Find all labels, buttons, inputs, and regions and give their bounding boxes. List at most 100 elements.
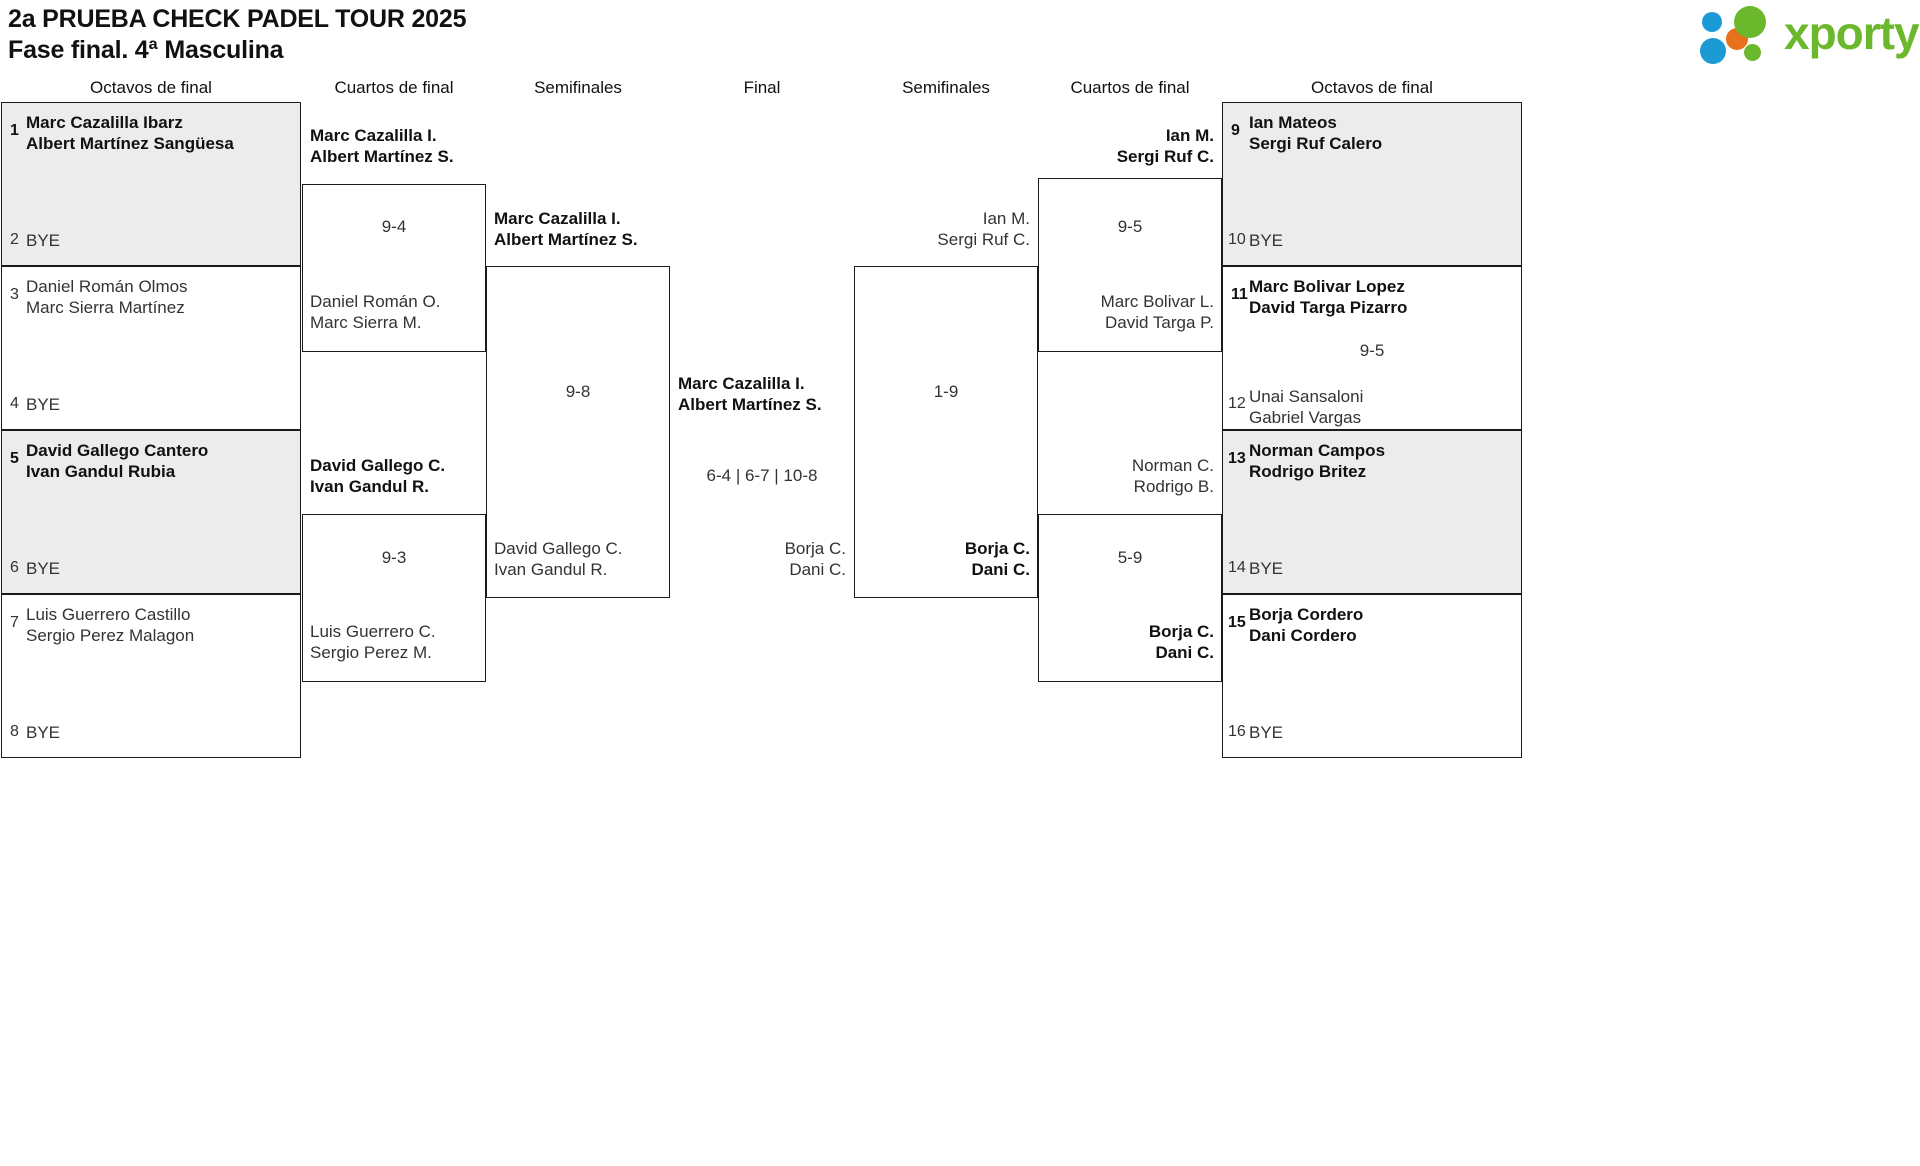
player-2: Sergio Perez Malagon (26, 626, 195, 645)
player-1: Unai Sansaloni (1249, 387, 1364, 406)
player-1: Daniel Román O. (310, 292, 441, 311)
player-1: Marc Cazalilla Ibarz (26, 113, 183, 132)
right-cuartos-match-1[interactable] (1038, 178, 1222, 352)
final-winner: Marc Cazalilla I. Albert Martínez S. (678, 373, 822, 415)
right-cuartos-2-loser: Norman C. Rodrigo B. (1038, 455, 1214, 497)
bye-label: BYE (1249, 559, 1284, 578)
seed-number: 5 (10, 450, 19, 467)
player-2: Rodrigo Britez (1249, 462, 1367, 481)
player-2: Albert Martínez S. (494, 230, 638, 249)
bye-label: BYE (26, 395, 61, 414)
player-2: Ivan Gandul R. (310, 477, 430, 496)
bye-label: BYE (26, 559, 61, 578)
page-title: 2a PRUEBA CHECK PADEL TOUR 2025 Fase fin… (8, 4, 466, 66)
player-2: Ivan Gandul Rubia (26, 462, 176, 481)
player-names: Marc Cazalilla Ibarz Albert Martínez San… (26, 112, 234, 154)
player-1: Marc Cazalilla I. (310, 126, 437, 145)
player-1: Luis Guerrero Castillo (26, 605, 191, 624)
player-1: Norman Campos (1249, 441, 1386, 460)
player-2: Sergio Perez M. (310, 643, 432, 662)
left-cuartos-match-1[interactable] (302, 184, 486, 352)
logo-dot-green-small (1744, 44, 1761, 61)
xporty-logo: xporty (1700, 4, 1920, 64)
logo-dot-green-large (1734, 6, 1766, 38)
player-names: Unai Sansaloni Gabriel Vargas (1249, 386, 1363, 428)
player-2: David Targa P. (1105, 313, 1214, 332)
player-2: Dani C. (971, 560, 1030, 579)
tournament-name: 2a PRUEBA CHECK PADEL TOUR 2025 (8, 5, 467, 33)
left-octavos-match-2[interactable] (1, 266, 301, 430)
player-2: Sergi Ruf Calero (1249, 134, 1383, 153)
player-2: David Targa Pizarro (1249, 298, 1408, 317)
left-cuartos-1-score: 9-4 (381, 217, 407, 236)
right-cuartos-2-score: 5-9 (1117, 548, 1143, 567)
left-semifinal-match[interactable] (486, 266, 670, 598)
player-2: Dani C. (789, 560, 846, 579)
player-1: Borja C. (784, 539, 846, 558)
seed-number: 4 (10, 395, 19, 412)
seed-number: 3 (10, 286, 19, 303)
seed-number: 9 (1231, 122, 1240, 139)
player-1: Borja Cordero (1249, 605, 1364, 624)
player-1: Luis Guerrero C. (310, 622, 436, 641)
logo-dot-blue-small (1702, 12, 1722, 32)
right-octavos-11-12-score: 9-5 (1359, 341, 1385, 360)
player-2: Gabriel Vargas (1249, 408, 1362, 427)
player-names: Marc Bolivar Lopez David Targa Pizarro (1249, 276, 1407, 318)
left-octavos-match-4[interactable] (1, 594, 301, 758)
player-2: Marc Sierra Martínez (26, 298, 185, 317)
bye-label: BYE (26, 231, 61, 250)
right-octavos-match-4[interactable] (1222, 594, 1522, 758)
player-names: Luis Guerrero Castillo Sergio Perez Mala… (26, 604, 194, 646)
left-cuartos-2-loser: Luis Guerrero C. Sergio Perez M. (310, 621, 436, 663)
logo-wordmark: xporty (1784, 7, 1920, 59)
player-names: David Gallego Cantero Ivan Gandul Rubia (26, 440, 208, 482)
tournament-phase: Fase final. 4ª Masculina (8, 36, 284, 64)
left-cuartos-2-winner: David Gallego C. Ivan Gandul R. (310, 455, 445, 497)
seed-number: 15 (1228, 614, 1246, 631)
left-cuartos-1-loser: Daniel Román O. Marc Sierra M. (310, 291, 440, 333)
player-1: Ian M. (982, 209, 1030, 228)
left-semifinal-score: 9-8 (565, 382, 591, 401)
seed-number: 6 (10, 559, 19, 576)
left-octavos-match-3[interactable] (1, 430, 301, 594)
final-loser: Borja C. Dani C. (670, 538, 846, 580)
player-1: Marc Bolivar L. (1100, 292, 1214, 311)
right-semifinal-match[interactable] (854, 266, 1038, 598)
seed-number: 1 (10, 122, 19, 139)
right-octavos-match-1[interactable] (1222, 102, 1522, 266)
player-2: Marc Sierra M. (310, 313, 422, 332)
player-names: Norman Campos Rodrigo Britez (1249, 440, 1385, 482)
round-header-cuartos-left: Cuartos de final (334, 78, 454, 97)
left-cuartos-match-2[interactable] (302, 514, 486, 682)
round-header-octavos-left: Octavos de final (90, 78, 212, 97)
player-1: Borja C. (964, 539, 1030, 558)
player-1: Ian M. (1165, 126, 1214, 145)
player-2: Albert Martínez S. (310, 147, 454, 166)
player-2: Sergi Ruf C. (937, 230, 1030, 249)
player-1: Daniel Román Olmos (26, 277, 188, 296)
left-octavos-match-1[interactable] (1, 102, 301, 266)
player-1: Norman C. (1131, 456, 1214, 475)
seed-number: 12 (1228, 395, 1246, 412)
seed-number: 2 (10, 231, 19, 248)
round-header-octavos-right: Octavos de final (1311, 78, 1433, 97)
player-2: Dani Cordero (1249, 626, 1357, 645)
logo-dot-blue-large (1700, 38, 1726, 64)
player-1: David Gallego C. (494, 539, 623, 558)
right-cuartos-1-loser: Marc Bolivar L. David Targa P. (1038, 291, 1214, 333)
seed-number: 16 (1228, 723, 1246, 740)
right-octavos-match-2[interactable] (1222, 266, 1522, 430)
left-cuartos-1-winner: Marc Cazalilla I. Albert Martínez S. (310, 125, 454, 167)
player-names: Borja Cordero Dani Cordero (1249, 604, 1363, 646)
player-1: Ian Mateos (1249, 113, 1337, 132)
left-semifinal-winner: Marc Cazalilla I. Albert Martínez S. (494, 208, 638, 250)
bye-label: BYE (26, 723, 61, 742)
player-names: Daniel Román Olmos Marc Sierra Martínez (26, 276, 188, 318)
round-header-final: Final (743, 78, 781, 97)
player-1: David Gallego Cantero (26, 441, 209, 460)
right-cuartos-match-2[interactable] (1038, 514, 1222, 682)
right-octavos-match-3[interactable] (1222, 430, 1522, 594)
player-2: Dani C. (1155, 643, 1214, 662)
round-header-semifinales-left: Semifinales (534, 78, 622, 97)
